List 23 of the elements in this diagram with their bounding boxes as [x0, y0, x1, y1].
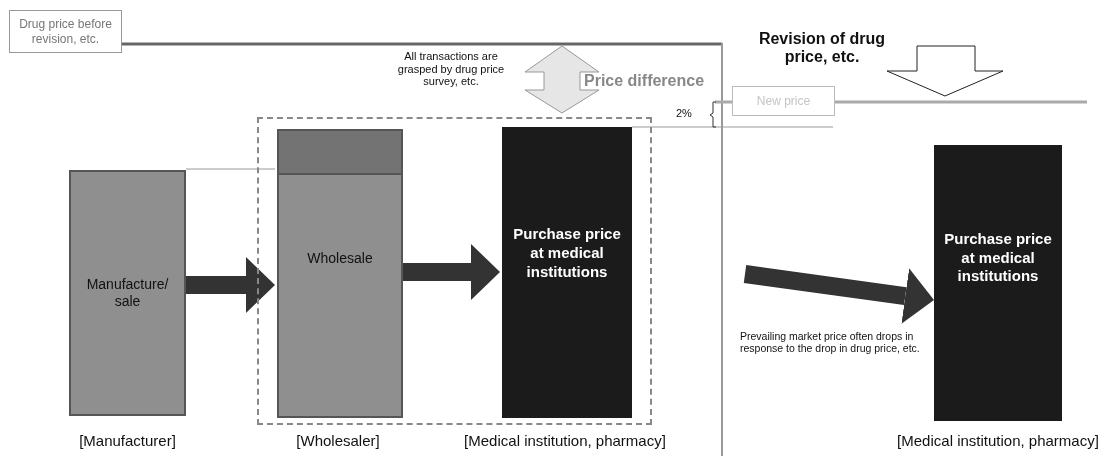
- node-text: Purchase price at medical institutions: [943, 229, 1053, 287]
- role-caption: [Manufacturer]: [78, 432, 177, 449]
- price-bar: [934, 145, 1062, 421]
- role-caption: [Medical institution, pharmacy]: [463, 432, 667, 449]
- block-arrow: [186, 257, 275, 313]
- note-text: All transactions are grasped by drug price survey, etc.: [396, 50, 506, 88]
- note-text: Prevailing market price often drops in response to the drop in drug price, etc.: [740, 330, 920, 355]
- price-label-box: [9, 10, 122, 53]
- dashed-group-box: [257, 117, 652, 425]
- price-bar: [69, 170, 186, 416]
- price-label-box: [732, 86, 835, 116]
- annotation-text: Price difference: [584, 72, 706, 91]
- node-text: Wholesale: [306, 249, 374, 268]
- price-bar: [277, 129, 403, 418]
- annotation-text: Revision of drug price, etc.: [757, 30, 887, 67]
- node-text: Manufacture/ sale: [85, 275, 170, 311]
- block-arrow: [743, 265, 934, 324]
- role-caption: [Medical institution, pharmacy]: [896, 432, 1100, 449]
- price-bar: [502, 127, 632, 418]
- node-text: Purchase price at medical institutions: [512, 225, 622, 282]
- node-text: New price: [755, 93, 812, 109]
- node-text: Drug price before revision, etc.: [18, 16, 113, 47]
- percentage-label: 2%: [676, 107, 693, 120]
